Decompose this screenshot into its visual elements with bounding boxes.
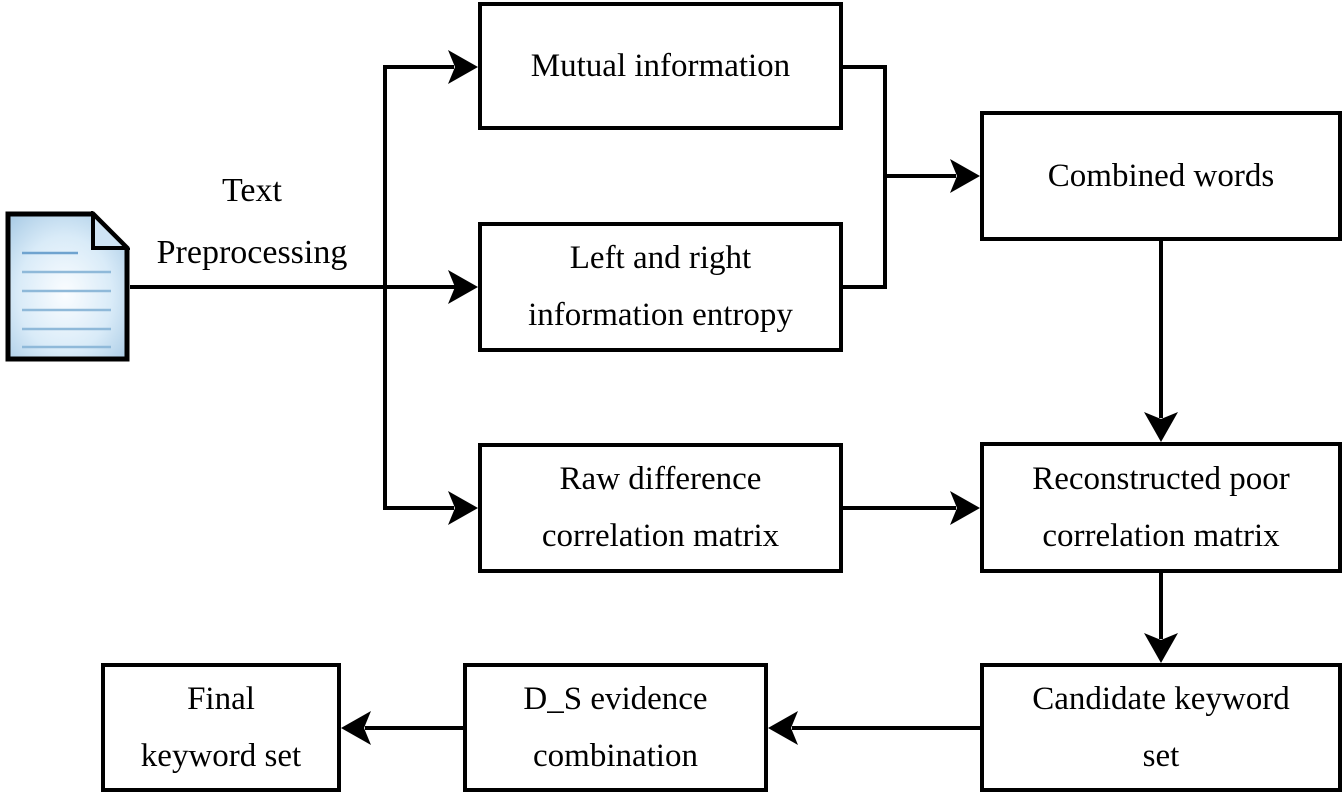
edge-source-to-mutual-information — [448, 50, 478, 84]
edge-source-to-branches — [130, 65, 456, 510]
edge-raw-difference-to-reconstructed — [843, 491, 980, 525]
arrowhead-icon — [448, 270, 478, 304]
document-text-lines-icon — [22, 251, 111, 349]
arrowhead-icon — [768, 711, 798, 745]
node-raw-difference-correlation-matrix: Raw difference correlation matrix — [478, 443, 843, 573]
edge-combined-words-to-reconstructed — [1144, 241, 1178, 442]
edge-reconstructed-to-candidate — [1144, 573, 1178, 663]
node-reconstructed-poor-correlation-matrix: Reconstructed poor correlation matrix — [980, 442, 1342, 573]
arrowhead-icon — [448, 491, 478, 525]
document-icon — [5, 211, 130, 362]
arrowhead-icon — [1144, 633, 1178, 663]
edge-merge-to-combined-words — [843, 65, 980, 289]
node-left-right-information-entropy: Left and right information entropy — [478, 222, 843, 352]
arrowhead-icon — [950, 491, 980, 525]
node-candidate-keyword-set: Candidate keyword set — [980, 663, 1342, 792]
node-d-s-evidence-combination: D_S evidence combination — [463, 663, 768, 792]
edge-ds-evidence-to-final — [341, 711, 463, 745]
node-combined-words: Combined words — [980, 111, 1342, 241]
arrowhead-icon — [950, 159, 980, 193]
text-preprocessing-label: Text Preprocessing — [156, 172, 348, 271]
arrowhead-icon — [448, 50, 478, 84]
edge-source-to-raw-difference-matrix — [448, 491, 478, 525]
edge-candidate-to-ds-evidence — [768, 711, 980, 745]
edge-source-to-left-right-entropy — [448, 270, 478, 304]
node-final-keyword-set: Final keyword set — [101, 663, 341, 792]
node-mutual-information: Mutual information — [478, 2, 843, 130]
arrowhead-icon — [1144, 412, 1178, 442]
arrowhead-icon — [341, 711, 371, 745]
